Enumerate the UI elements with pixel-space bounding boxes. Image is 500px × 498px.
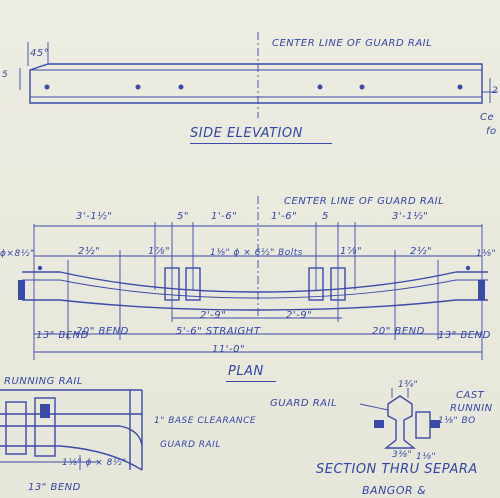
dim-5-right: 5 (322, 211, 329, 222)
cast-label: CAST (456, 390, 485, 401)
side-elevation-underline (190, 143, 332, 144)
right-note-2: fo (486, 126, 497, 137)
bend-20-left: 20" BEND (76, 326, 129, 337)
dim-1-7-8-right: 1⅞" (340, 246, 363, 257)
dim-left-edge: ϕ×8½" (0, 249, 35, 259)
bend-13-right: 13" BEND (438, 330, 491, 341)
side-elevation-dims (19, 32, 498, 118)
dim-2half-right: 2½" (410, 246, 433, 257)
section-title: SECTION THRU SEPARA (316, 462, 478, 477)
side-elevation-title: SIDE ELEVATION (190, 126, 303, 141)
dim-1-6-right: 1'-6" (271, 211, 298, 222)
dim-left-total: 3'-1½" (76, 211, 113, 222)
left-dim-label: 5 (2, 70, 9, 80)
dim-1-1-8: 1⅛" (416, 452, 437, 462)
dim-2half-left: 2½" (78, 246, 101, 257)
right-note-1: Ce (480, 112, 495, 123)
guard-rail-label-detail: GUARD RAIL (160, 440, 221, 450)
dim-right-edge: 1⅛" (476, 249, 497, 259)
base-clearance-label: 1" BASE CLEARANCE (154, 416, 257, 426)
bolt-dim-detail: 1⅛" ϕ × 8½" (62, 458, 127, 468)
plan-underline (226, 381, 276, 382)
bolts-label: 1⅛" ϕ × 6½" Bolts (210, 248, 303, 258)
straight-label: 5'-6" STRAIGHT (176, 326, 261, 337)
plan-title: PLAN (228, 364, 264, 379)
side-elevation-rail (29, 63, 483, 104)
section-top-dim: 1¾" (398, 380, 419, 390)
bangor-label: BANGOR & (362, 484, 427, 497)
dim-2-9-left: 2'-9" (200, 310, 227, 321)
dim-right-total: 3'-1½" (392, 211, 429, 222)
running-label: RUNNIN (450, 403, 493, 414)
running-rail-label: RUNNING RAIL (4, 376, 83, 387)
dim-5-left: 5" (177, 211, 189, 222)
left-detail-drawing (0, 389, 143, 471)
dim-1-6-left: 1'-6" (211, 211, 238, 222)
bend-label-detail: 13" BEND (28, 482, 81, 493)
overall-length: 11'-0" (212, 344, 246, 355)
dim-1-7-8-left: 1⅞" (148, 246, 171, 257)
center-line-label-elevation: CENTER LINE OF GUARD RAIL (272, 38, 433, 49)
angle-label: 45° (30, 48, 50, 59)
guard-rail-label-section: GUARD RAIL (270, 398, 338, 409)
right-dim-label: 2 (492, 86, 499, 96)
plan-dimension-lines (33, 222, 483, 360)
plan-guard-rail (18, 265, 488, 311)
dim-3-3-8: 3⅜" (392, 450, 413, 460)
section-drawing (359, 388, 440, 449)
bend-13-left: 13" BEND (36, 330, 89, 341)
bolt-dim-section: 1⅛" BO (438, 416, 476, 426)
bend-20-right: 20" BEND (372, 326, 425, 337)
dim-2-9-right: 2'-9" (286, 310, 313, 321)
center-line-label-plan: CENTER LINE OF GUARD RAIL (284, 196, 445, 207)
